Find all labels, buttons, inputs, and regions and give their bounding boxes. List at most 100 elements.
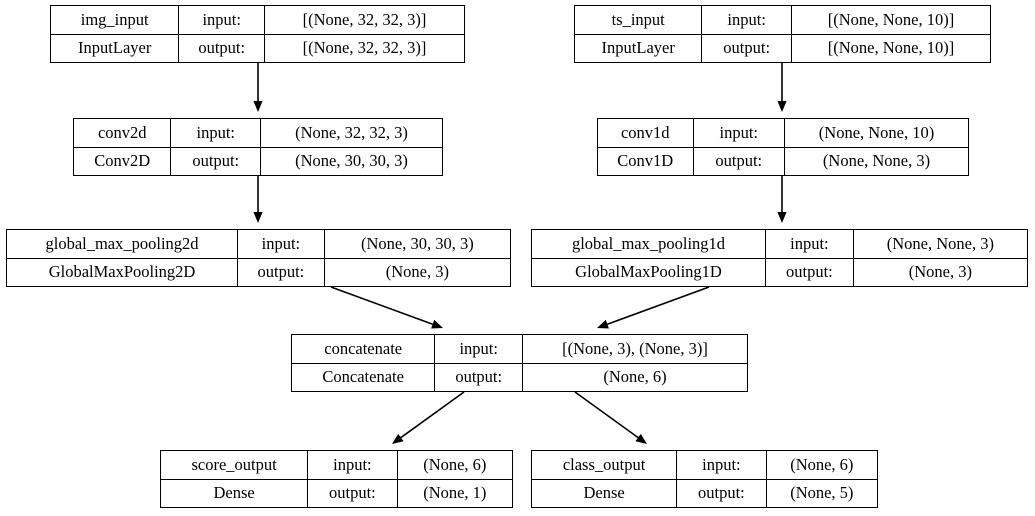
edge-arrowhead xyxy=(431,319,443,329)
node-output-shape: (None, 30, 30, 3) xyxy=(295,151,408,170)
node-input-shape: [(None, 32, 32, 3)] xyxy=(302,9,427,29)
edge-line xyxy=(607,286,710,325)
node-layer-class: Concatenate xyxy=(292,363,436,391)
node-layer-name: conv2d xyxy=(74,119,172,147)
node-layer-name: concatenate xyxy=(292,335,436,363)
node-input-label: input: xyxy=(238,230,325,258)
edge-arrowhead xyxy=(777,101,787,112)
node-output-label: output: xyxy=(179,34,265,62)
node-output-shape: [(None, None, 10)] xyxy=(827,38,955,57)
node-layer-class: InputLayer xyxy=(51,34,180,62)
graph-edge-e-img-conv2d xyxy=(253,63,263,112)
edge-arrowhead xyxy=(635,433,647,444)
node-layer-class: Dense xyxy=(161,479,309,507)
node-layer-class: GlobalMaxPooling1D xyxy=(532,258,767,286)
node-output-shape: [(None, 32, 32, 3)] xyxy=(302,38,427,57)
node-layer-name: img_input xyxy=(51,6,180,34)
node-output-label: output: xyxy=(238,258,325,286)
node-input-label: input: xyxy=(308,451,398,479)
node-output-label: output: xyxy=(677,479,767,507)
node-layer-name: ts_input xyxy=(575,6,703,34)
node-layer-class: GlobalMaxPooling2D xyxy=(7,258,239,286)
edge-arrowhead xyxy=(392,433,404,444)
node-output-shape: (None, None, 3) xyxy=(822,151,931,170)
node-layer-class: Dense xyxy=(532,479,678,507)
node-input-label: input: xyxy=(702,6,792,34)
node-layer-name: class_output xyxy=(532,451,678,479)
node-input-label: input: xyxy=(677,451,767,479)
node-input-label: input: xyxy=(435,335,524,363)
edge-arrowhead xyxy=(253,101,263,112)
graph-edge-e-gmp2d-concat xyxy=(330,286,443,329)
node-output-label: output: xyxy=(694,147,786,175)
node-input-shape: (None, 32, 32, 3) xyxy=(295,122,408,142)
graph-edge-e-gmp1d-concat xyxy=(597,286,710,329)
graph-edge-e-conv1d-gmp1d xyxy=(777,176,787,223)
node-input-label: input: xyxy=(171,119,262,147)
node-output-shape: (None, 5) xyxy=(790,483,854,502)
node-input-shape: (None, None, 3) xyxy=(886,233,994,253)
edge-line xyxy=(330,286,433,325)
node-input-label: input: xyxy=(766,230,854,258)
node-layer-class: Conv2D xyxy=(74,147,172,175)
node-layer-class: InputLayer xyxy=(575,34,703,62)
edge-line xyxy=(400,391,465,439)
node-output-label: output: xyxy=(702,34,792,62)
node-output-label: output: xyxy=(171,147,262,175)
node-input-shape: [(None, None, 10)] xyxy=(827,9,955,29)
edge-line xyxy=(574,391,639,439)
node-input-label: input: xyxy=(694,119,786,147)
node-input-label: input: xyxy=(179,6,265,34)
edge-arrowhead xyxy=(253,212,263,223)
node-layer-name: global_max_pooling2d xyxy=(7,230,239,258)
node-input-shape: (None, None, 10) xyxy=(818,122,935,142)
edge-arrowhead xyxy=(597,319,609,329)
node-input-shape: [(None, 3), (None, 3)] xyxy=(562,338,708,358)
node-input-shape: (None, 6) xyxy=(790,454,854,474)
node-output-shape: (None, 1) xyxy=(423,483,487,502)
node-output-label: output: xyxy=(766,258,854,286)
node-layer-name: global_max_pooling1d xyxy=(532,230,767,258)
node-layer-name: conv1d xyxy=(598,119,694,147)
node-output-shape: (None, 3) xyxy=(385,262,449,281)
graph-edge-e-concat-score xyxy=(392,391,465,444)
node-layer-name: score_output xyxy=(161,451,309,479)
node-output-shape: (None, 6) xyxy=(603,367,667,386)
graph-edge-e-conv2d-gmp2d xyxy=(253,176,263,223)
node-output-label: output: xyxy=(435,363,524,391)
node-output-label: output: xyxy=(308,479,398,507)
node-input-shape: (None, 6) xyxy=(423,454,487,474)
edge-arrowhead xyxy=(777,212,787,223)
graph-edge-e-ts-conv1d xyxy=(777,63,787,112)
node-input-shape: (None, 30, 30, 3) xyxy=(361,233,474,253)
node-output-shape: (None, 3) xyxy=(908,262,972,281)
